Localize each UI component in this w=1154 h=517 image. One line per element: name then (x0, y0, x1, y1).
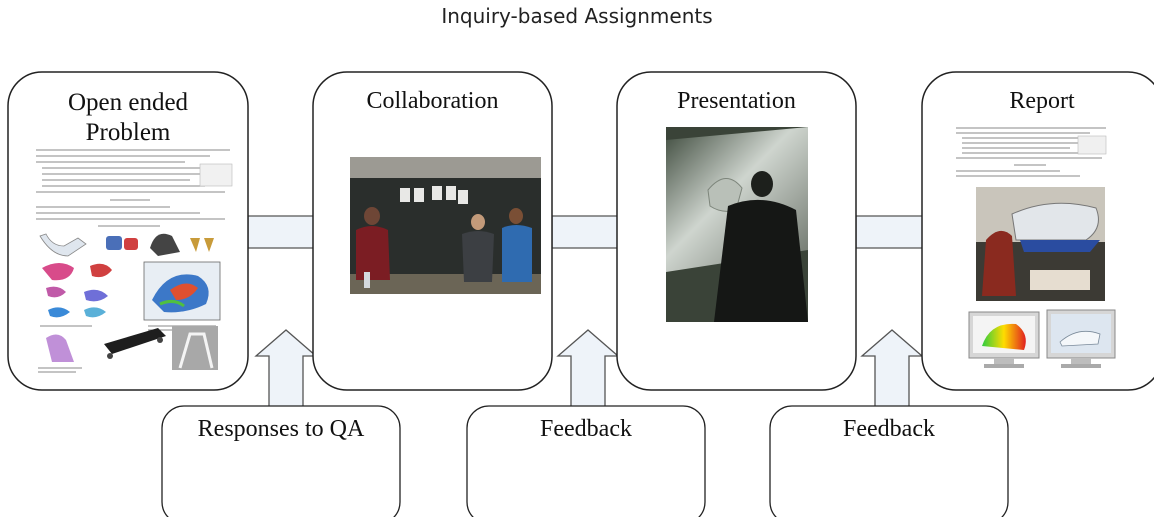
input-arrow-1 (254, 329, 318, 409)
presentation-photo (666, 127, 808, 322)
stage-label-collaboration: Collaboration (366, 88, 499, 114)
stage-label-open-ended-problem: Open ended Problem (8, 88, 248, 148)
stage-label-line: Open ended (67, 89, 189, 116)
input-label-responses-to-qa: Responses to QA (197, 416, 365, 442)
input-box-feedback-2 (769, 405, 1009, 517)
input-label-feedback-2: Feedback (843, 416, 935, 442)
stage-label-report: Report (1009, 88, 1075, 114)
report-document-image (956, 127, 1107, 177)
input-box-feedback-1 (466, 405, 706, 517)
input-box-responses (161, 405, 401, 517)
diagram-title: Inquiry-based Assignments (441, 4, 713, 28)
iron-product-photo (976, 187, 1105, 301)
cad-monitor-image (1046, 309, 1116, 368)
input-arrow-3 (860, 329, 924, 409)
collaboration-photo (350, 157, 541, 294)
input-arrow-2 (556, 329, 620, 409)
assignment-document-image (36, 149, 233, 373)
stage-label-presentation: Presentation (677, 88, 796, 114)
input-label-feedback-1: Feedback (540, 416, 632, 442)
fea-monitor-image (968, 311, 1040, 368)
stage-label-line: Problem (85, 119, 171, 146)
